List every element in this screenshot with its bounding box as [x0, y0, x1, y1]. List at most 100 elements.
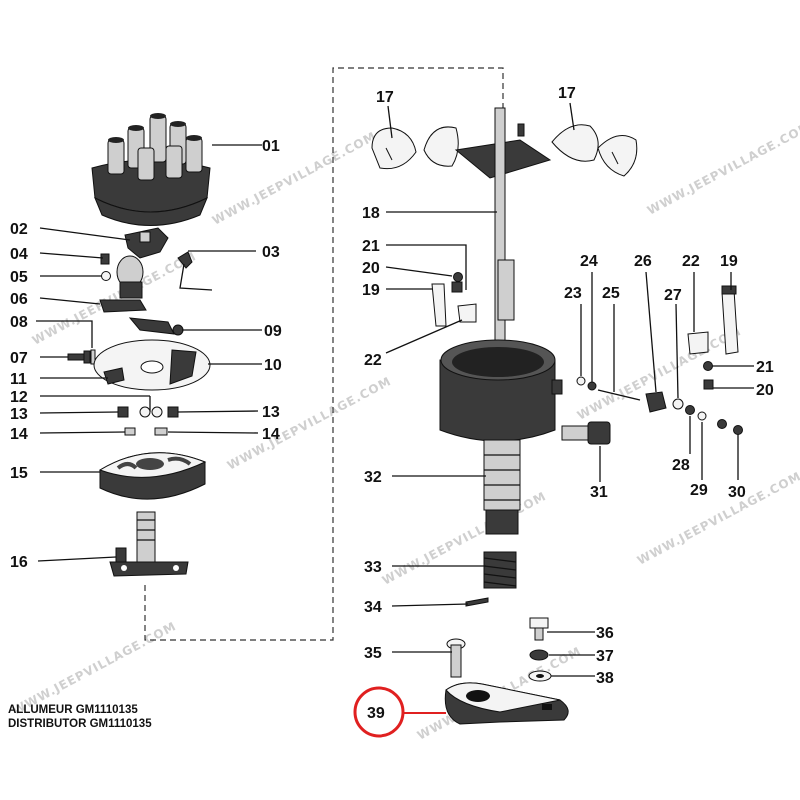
part-10-breaker-plate: [93, 317, 211, 391]
part-15-weight-base-plate: [98, 452, 207, 500]
label-13: 13: [10, 406, 28, 423]
label-35: 35: [364, 645, 382, 662]
part-18-shaft-cam-assembly: [454, 107, 552, 359]
part-13-weights: [117, 406, 179, 418]
label-25: 25: [602, 285, 620, 302]
label-24: 24: [580, 253, 598, 270]
caption-line-1: ALLUMEUR GM1110135: [8, 704, 138, 716]
caption-line-2: DISTRIBUTOR GM1110135: [8, 718, 152, 730]
label-06: 06: [10, 291, 28, 308]
part-08-pin: [90, 349, 96, 365]
label-03: 03: [262, 244, 280, 261]
part-20-washer-right: [703, 379, 714, 390]
part-19-cam-arm-right: [721, 285, 739, 355]
caption: ALLUMEUR GM1110135 DISTRIBUTOR GM1110135: [8, 704, 152, 730]
part-22-clip-right: [687, 331, 709, 355]
part-34-pin: [465, 597, 489, 607]
label-21: 21: [362, 238, 380, 255]
label-07: 07: [10, 350, 28, 367]
part-14-clips: [124, 427, 168, 436]
watermark-text: WWW.JEEPVILLAGE.COM: [210, 129, 379, 228]
label-08: 08: [10, 314, 28, 331]
watermark-text: WWW.JEEPVILLAGE.COM: [225, 374, 394, 473]
label-23: 23: [564, 285, 582, 302]
label-11: 11: [10, 371, 27, 388]
label-15: 15: [10, 465, 28, 482]
label-26: 26: [634, 253, 652, 270]
part-05-washer: [101, 271, 111, 281]
label-36: 36: [596, 625, 614, 642]
label-37: 37: [596, 648, 614, 665]
label-30: 30: [728, 484, 746, 501]
label-14: 14: [262, 426, 280, 443]
label-22: 22: [682, 253, 700, 270]
watermark-text: WWW.JEEPVILLAGE.COM: [635, 469, 800, 568]
label-14: 14: [10, 426, 28, 443]
part-29-washer: [697, 411, 707, 421]
part-38-flat-washer: [528, 670, 552, 682]
part-30-nut: [717, 419, 743, 435]
part-03-contact-spring: [177, 251, 213, 291]
leader-lines: [36, 102, 754, 714]
label-05: 05: [10, 269, 28, 286]
label-38: 38: [596, 670, 614, 687]
label-18: 18: [362, 205, 380, 222]
part-21-screw-right: [703, 361, 713, 371]
part-07-screw: [67, 350, 91, 364]
part-36-bolt: [529, 617, 549, 641]
label-31: 31: [590, 484, 608, 501]
part-09-nut: [172, 324, 184, 336]
label-17: 17: [558, 85, 576, 102]
watermark-text: WWW.JEEPVILLAGE.COM: [10, 619, 179, 718]
part-35-bolt: [446, 638, 466, 678]
part-labels: 01 02 04 05 06 08 07 11 12 13 14 15 16 0…: [10, 85, 774, 722]
label-17: 17: [376, 89, 394, 106]
part-06-condenser-assembly: [99, 255, 147, 313]
label-32: 32: [364, 469, 382, 486]
part-32-distributor-housing: [439, 339, 563, 535]
part-31-oiler: [561, 421, 611, 445]
label-12: 12: [10, 389, 28, 406]
watermark-text: WWW.JEEPVILLAGE.COM: [380, 489, 549, 588]
part-37-lockwasher: [529, 649, 549, 661]
part-16-shaft-housing: [109, 511, 189, 577]
label-19: 19: [362, 282, 380, 299]
part-17-governor-weights: [371, 124, 638, 177]
part-39-hold-down-clamp: [444, 682, 569, 725]
label-22: 22: [364, 352, 382, 369]
part-27-insulator: [672, 398, 684, 410]
label-20: 20: [756, 382, 774, 399]
label-39: 39: [367, 705, 385, 722]
part-01-distributor-cap: [91, 113, 211, 226]
part-20-washer-left: [453, 272, 463, 282]
label-16: 16: [10, 554, 28, 571]
label-33: 33: [364, 559, 382, 576]
highlight-circle: [353, 686, 405, 738]
part-22-clip-left: [457, 303, 477, 323]
label-29: 29: [690, 482, 708, 499]
label-19: 19: [720, 253, 738, 270]
part-23-washer: [576, 376, 586, 386]
part-26-terminal-nut: [645, 391, 667, 413]
label-09: 09: [264, 323, 282, 340]
part-21-screw-left: [451, 281, 463, 293]
label-10: 10: [264, 357, 282, 374]
group-outline: [144, 67, 504, 641]
part-04-screw: [100, 253, 110, 265]
part-25-terminal-stud: [597, 389, 641, 401]
part-24-washer: [587, 381, 597, 391]
part-33-drive-gear: [483, 551, 517, 589]
label-21: 21: [756, 359, 774, 376]
label-34: 34: [364, 599, 382, 616]
label-20: 20: [362, 260, 380, 277]
label-04: 04: [10, 246, 28, 263]
label-01: 01: [262, 138, 280, 155]
part-02-rotor: [124, 227, 169, 259]
label-13: 13: [262, 404, 280, 421]
part-19-cam-arm-left: [431, 283, 447, 327]
watermark-text: WWW.JEEPVILLAGE.COM: [645, 119, 800, 218]
label-02: 02: [10, 221, 28, 238]
part-28-washer: [685, 405, 695, 415]
label-28: 28: [672, 457, 690, 474]
